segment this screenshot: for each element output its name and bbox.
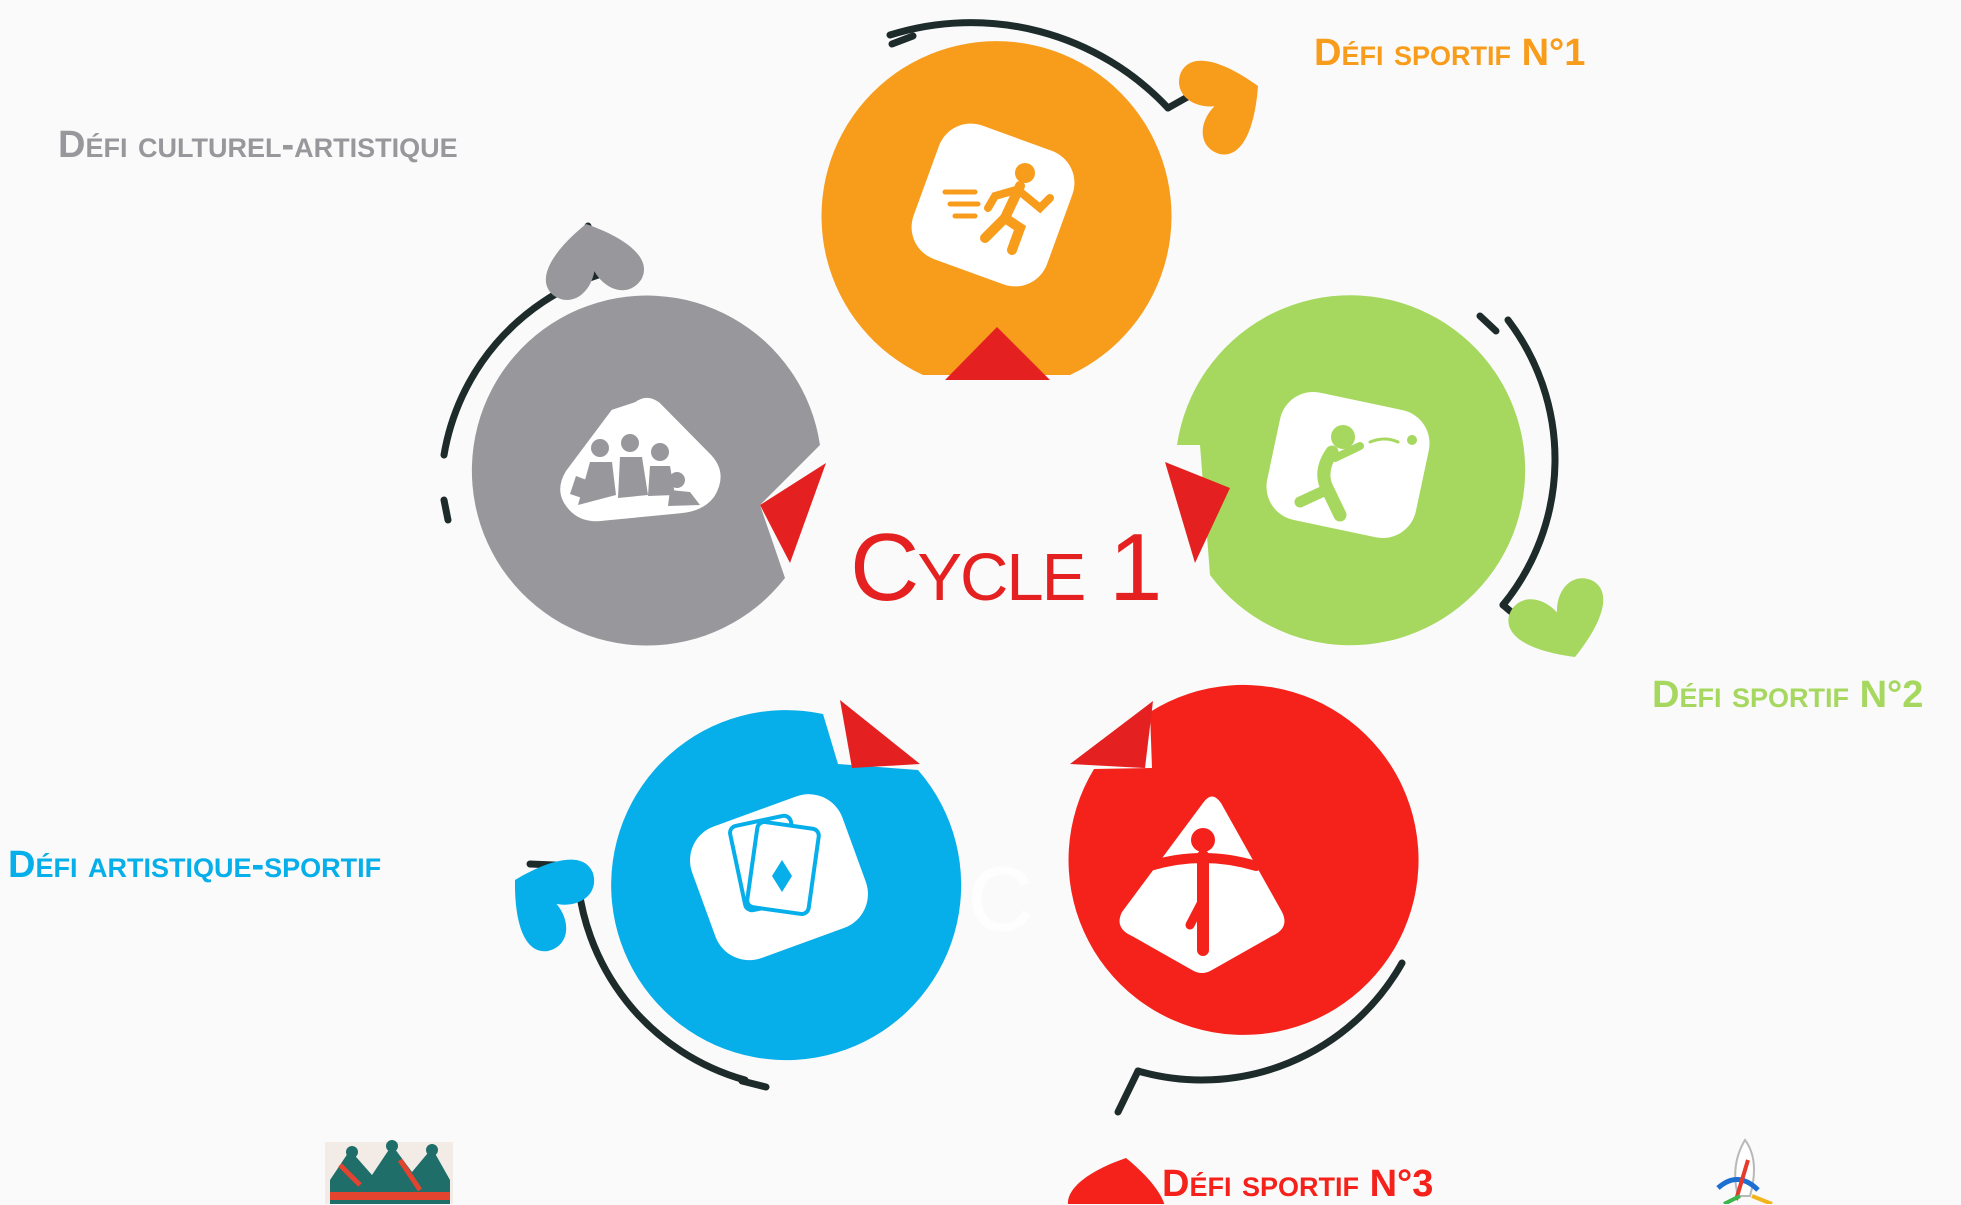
connector-arc [1134,959,1406,1084]
heart-icon [537,215,648,304]
label-sportif-1[interactable]: Défi sportif N°1 [1314,32,1586,74]
connector-dash [738,1077,770,1091]
label-culturel-artistique[interactable]: Défi culturel-artistique [58,124,458,166]
challenge-node-sportif-3[interactable] [1064,684,1419,1204]
heart-icon [1064,1149,1175,1204]
label-artistique-sportif[interactable]: Défi artistique-sportif [8,844,382,886]
page-title: Cycle 1 [850,514,1162,621]
connector-dash [1476,312,1500,335]
reading-children-icon [570,434,700,506]
label-sportif-2[interactable]: Défi sportif N°2 [1652,674,1924,716]
watermark-letter: C [968,850,1033,950]
heart-icon [1171,41,1279,162]
running-person-icon [942,163,1054,255]
pointer-triangle [1070,701,1153,768]
rocket-logo [1716,1138,1773,1204]
connector-dash [888,32,917,48]
pointer-triangle [945,327,1050,380]
pointer-triangle [1165,462,1230,563]
challenge-node-sportif-2[interactable] [1165,295,1621,676]
connector-dash [440,496,452,524]
balancing-person-icon [1145,828,1261,956]
connector-arc [886,19,1172,112]
playing-cards-icon [728,813,821,916]
heart-icon [490,837,602,959]
challenge-node-artistique-sportif[interactable] [490,700,962,1091]
sports-collage-logo [325,1140,453,1204]
throwing-ball-person-icon [1294,425,1417,522]
connector-arc [573,864,749,1084]
connector-arc [1499,316,1559,609]
pointer-triangle [840,700,920,768]
label-sportif-3[interactable]: Défi sportif N°3 [1162,1163,1434,1205]
connector-line [1114,1067,1142,1116]
challenge-node-sportif-1[interactable] [821,19,1279,380]
pointer-triangle [760,463,826,563]
challenge-node-culturel-artistique[interactable] [440,215,826,646]
